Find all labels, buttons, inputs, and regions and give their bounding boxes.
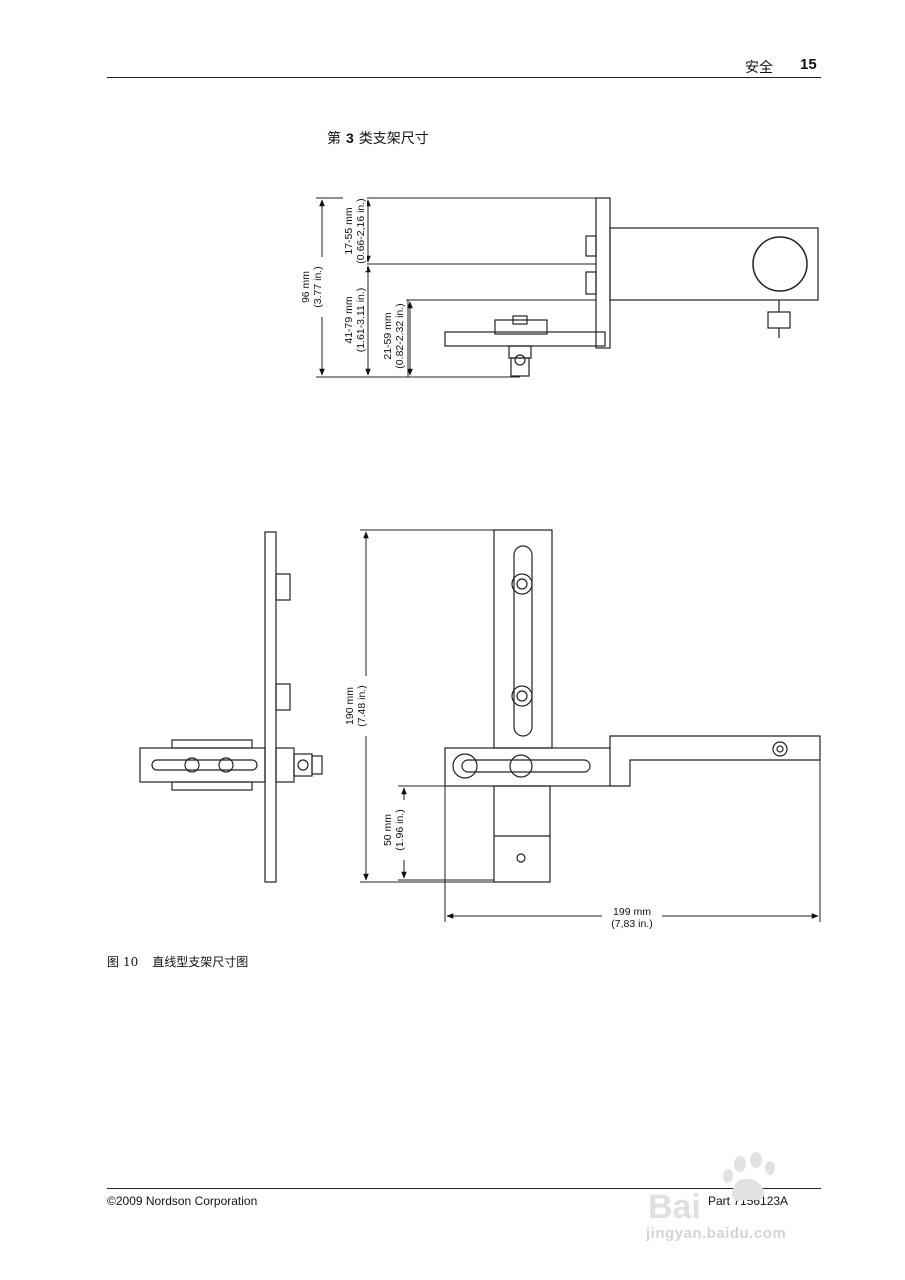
bracket-type3-drawing bbox=[444, 197, 819, 377]
dim-96-in: (3.77 in.) bbox=[312, 266, 324, 307]
figure-title-number: 3 bbox=[346, 130, 354, 146]
dim-4179-mm: 41-79 mm bbox=[343, 296, 355, 344]
dim-1755-in: (0.66-2,16 in.) bbox=[355, 198, 367, 263]
dim-50-mm: 50 mm bbox=[382, 814, 394, 846]
baidu-watermark-logo: Bai bbox=[648, 1152, 775, 1226]
dim-1755-mm: 17-55 mm bbox=[343, 207, 355, 255]
header-section-title: 安全 bbox=[745, 60, 773, 76]
bracket-side-view bbox=[139, 531, 323, 883]
dim-190-mm: 190 mm bbox=[344, 687, 356, 725]
dim-2159-in: (0.82-2.32 in.) bbox=[394, 303, 406, 368]
caption-number: 10 bbox=[123, 955, 139, 969]
dim-96-mm: 96 mm bbox=[300, 271, 312, 303]
dim-199-mm: 199 mm bbox=[613, 906, 651, 918]
bracket-front-view bbox=[444, 529, 821, 883]
header-page-number: 15 bbox=[800, 56, 817, 73]
dim-4179-in: (1.61-3.11 in.) bbox=[355, 288, 367, 353]
header-rule bbox=[107, 77, 821, 78]
footer-copyright: ©2009 Nordson Corporation bbox=[107, 1194, 258, 1208]
svg-text:Bai: Bai bbox=[648, 1188, 701, 1226]
dim-190-in: (7.48 in.) bbox=[356, 685, 368, 726]
bottom-dimension-lines bbox=[360, 529, 821, 922]
footer-part-number: Part 7156123A bbox=[708, 1194, 789, 1208]
caption-label: 图 bbox=[107, 955, 120, 969]
figure-title-prefix: 第 bbox=[327, 131, 341, 147]
watermark-site-text: jingyan.baidu.com bbox=[646, 1225, 787, 1242]
footer-rule bbox=[107, 1188, 821, 1189]
figure-title-suffix: 类支架尺寸 bbox=[358, 131, 429, 147]
dim-50-in: (1.96 in.) bbox=[394, 809, 406, 850]
dim-2159-mm: 21-59 mm bbox=[382, 312, 394, 360]
dim-199-in: (7,83 in.) bbox=[611, 918, 652, 930]
caption-text: 直线型支架尺寸图 bbox=[152, 955, 249, 969]
